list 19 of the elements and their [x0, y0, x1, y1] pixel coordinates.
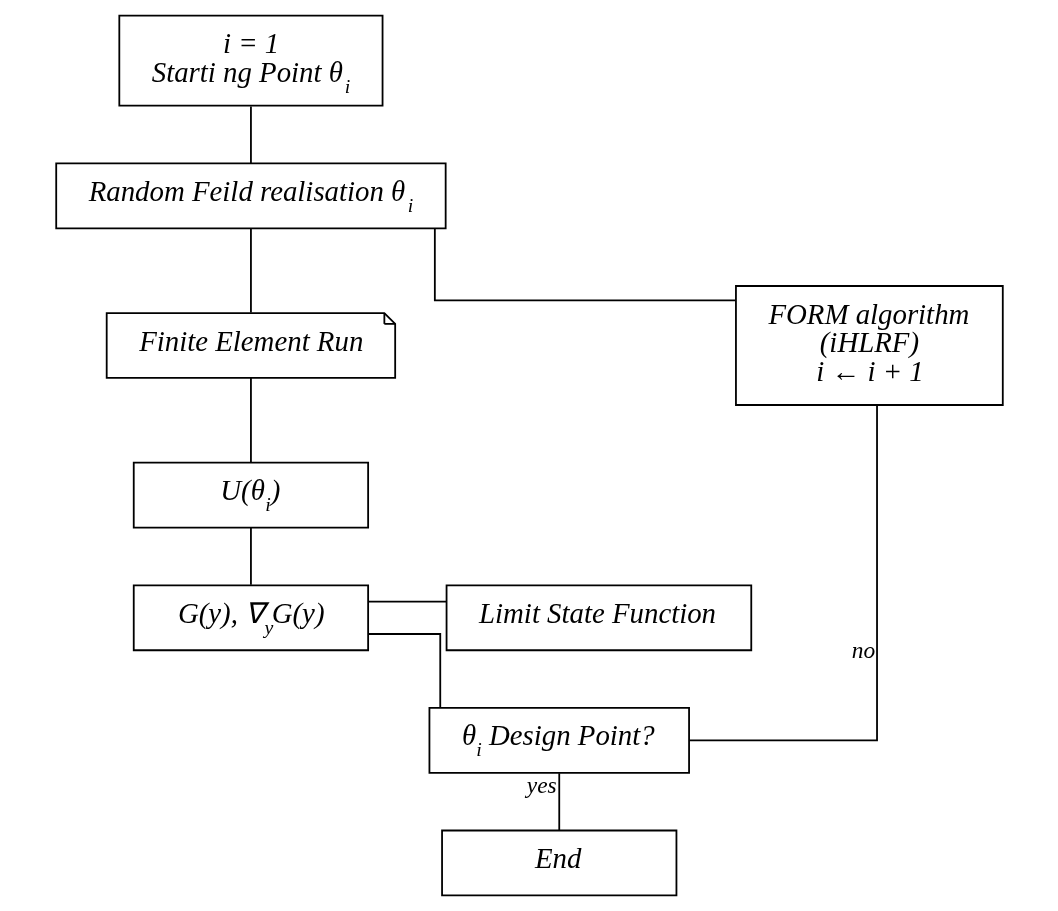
node-box: i = 1 Starti ng Point θ$_{i}$ — [117, 14, 383, 107]
node-box: G(y), ∇$_{y}$G(y) — [132, 584, 369, 652]
connector — [366, 633, 441, 709]
connector — [433, 227, 736, 302]
connector — [249, 105, 252, 165]
node-box: FORM algorithm (iHLRF) i ← i + 1 — [734, 285, 1004, 406]
connector — [249, 227, 252, 314]
node-box: Limit State Function — [445, 584, 752, 652]
edge-label: no — [851, 637, 875, 664]
connector — [249, 377, 252, 464]
node-box: θ$_{i}$ Design Point? — [428, 707, 690, 774]
connector — [367, 600, 447, 603]
connector — [557, 772, 560, 831]
edge-label: yes — [526, 772, 557, 799]
node-box: Random Feild realisation θ$_{i}$ — [54, 162, 447, 230]
node-box: End — [440, 829, 677, 897]
connector — [688, 404, 878, 742]
node-box: U(θ$_{i}$) — [132, 461, 369, 529]
connector — [249, 527, 252, 586]
